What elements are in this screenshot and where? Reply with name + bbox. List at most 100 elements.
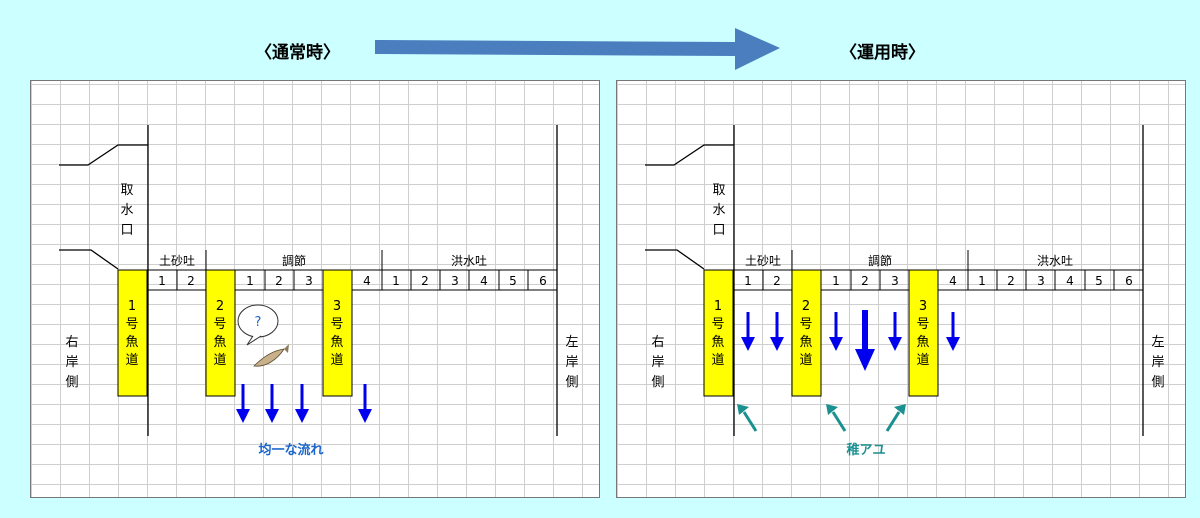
regulating-gate-label: 調節: [282, 253, 306, 268]
fishway-2-label-3: 魚: [799, 335, 812, 350]
operation-caption: 稚アユ: [846, 442, 885, 458]
flood-gate-4: 4: [480, 274, 488, 288]
intake-label-2: 水: [120, 203, 133, 218]
flow-arrow-icon: [829, 312, 843, 351]
fishway-3-label-2: 号: [916, 317, 929, 332]
question-mark: ?: [255, 315, 262, 330]
regulating-gate-2: 2: [275, 274, 283, 288]
flood-gate-2: 2: [1007, 274, 1015, 288]
flood-gate-4: 4: [1066, 274, 1074, 288]
flood-gate-label: 洪水吐: [1037, 254, 1073, 268]
right-bank-label-3: 側: [651, 375, 664, 390]
left-bank-label-1: 左: [1151, 335, 1164, 350]
fishway-3: [323, 270, 352, 396]
left-bank-label-2: 岸: [1151, 355, 1164, 370]
fishway-2: [792, 270, 821, 396]
fish-icon: [254, 344, 289, 366]
intake-label-3: 口: [712, 223, 725, 238]
right-bank-label-1: 右: [65, 335, 78, 350]
sediment-gate-1: 1: [744, 274, 752, 288]
upstream-arrow-icon: [826, 404, 845, 431]
speech-bubble-icon: ?: [238, 305, 278, 345]
intake-label-1: 取: [120, 183, 133, 198]
fishway-3-label-2: 号: [330, 317, 343, 332]
fishway-1-label-2: 号: [125, 317, 138, 332]
regulating-gate-2: 2: [861, 274, 869, 288]
flow-arrow-icon: [888, 312, 902, 351]
flow-arrow-icon: [236, 384, 250, 423]
regulating-gate-label: 調節: [868, 253, 892, 268]
flow-arrow-icon: [770, 312, 784, 351]
fishway-3-label-4: 道: [330, 353, 343, 368]
fishway-1-label-3: 魚: [711, 335, 724, 350]
flood-gate-6: 6: [1125, 274, 1133, 288]
regulating-gate-4: 4: [949, 274, 957, 288]
normal-diagram: 取 水 口 右 岸 側 左 岸 側 土砂吐 調節 洪水吐 1 2 1 2 3 4…: [31, 81, 601, 499]
flood-gate-6: 6: [539, 274, 547, 288]
flood-gate-5: 5: [509, 274, 517, 288]
sediment-gate-2: 2: [773, 274, 781, 288]
upstream-arrow-icon: [887, 404, 906, 431]
sediment-gate-label: 土砂吐: [159, 254, 195, 268]
regulating-gate-1: 1: [246, 274, 254, 288]
fishway-2-label-3: 魚: [213, 335, 226, 350]
sediment-gate-label: 土砂吐: [745, 254, 781, 268]
upstream-arrow-icon: [737, 404, 756, 431]
flood-gate-1: 1: [978, 274, 986, 288]
fishway-1: [704, 270, 733, 396]
right-bank-label-2: 岸: [651, 355, 664, 370]
operation-diagram: 取 水 口 右 岸 側 左 岸 側 土砂吐 調節 洪水吐 1 2 1 2 3 4…: [617, 81, 1187, 499]
fishway-1-label-4: 道: [711, 353, 724, 368]
normal-panel: 取 水 口 右 岸 側 左 岸 側 土砂吐 調節 洪水吐 1 2 1 2 3 4…: [30, 80, 600, 498]
flood-gate-1: 1: [392, 274, 400, 288]
flood-gate-label: 洪水吐: [451, 254, 487, 268]
operation-title: 〈運用時〉: [840, 38, 925, 63]
flow-arrow-icon: [358, 384, 372, 423]
fishway-1-label-2: 号: [711, 317, 724, 332]
normal-caption: 均一な流れ: [258, 442, 323, 458]
fishway-2-label-4: 道: [213, 353, 226, 368]
sediment-gate-2: 2: [187, 274, 195, 288]
fishway-1-label-1: 1: [128, 299, 136, 314]
sediment-gate-1: 1: [158, 274, 166, 288]
flood-gate-5: 5: [1095, 274, 1103, 288]
flow-arrow-icon: [741, 312, 755, 351]
regulating-gate-1: 1: [832, 274, 840, 288]
large-flow-arrow-icon: [855, 310, 875, 371]
fishway-3-label-3: 魚: [330, 335, 343, 350]
intake-label-3: 口: [120, 223, 133, 238]
regulating-gate-3: 3: [305, 274, 313, 288]
fishway-1-label-3: 魚: [125, 335, 138, 350]
left-bank-label-3: 側: [565, 375, 578, 390]
regulating-gate-4: 4: [363, 274, 371, 288]
fishway-3: [909, 270, 938, 396]
fishway-3-label-1: 3: [333, 299, 341, 314]
intake-label-1: 取: [712, 183, 725, 198]
fishway-2-label-2: 号: [799, 317, 812, 332]
operation-panel: 取 水 口 右 岸 側 左 岸 側 土砂吐 調節 洪水吐 1 2 1 2 3 4…: [616, 80, 1186, 498]
intake-label-2: 水: [712, 203, 725, 218]
regulating-gate-3: 3: [891, 274, 899, 288]
juvenile-arrows: [737, 404, 906, 431]
left-bank-label-1: 左: [565, 335, 578, 350]
fishway-2-label-1: 2: [802, 299, 810, 314]
flood-gate-3: 3: [1037, 274, 1045, 288]
left-bank-label-2: 岸: [565, 355, 578, 370]
flood-gate-2: 2: [421, 274, 429, 288]
fishway-1-label-4: 道: [125, 353, 138, 368]
transition-arrow-icon: [370, 20, 790, 80]
fishway-3-label-3: 魚: [916, 335, 929, 350]
right-bank-label-3: 側: [65, 375, 78, 390]
right-bank-label-1: 右: [651, 335, 664, 350]
normal-title: 〈通常時〉: [255, 38, 340, 63]
fishway-2-label-2: 号: [213, 317, 226, 332]
flow-arrow-icon: [265, 384, 279, 423]
fishway-3-label-1: 3: [919, 299, 927, 314]
fishway-2-label-4: 道: [799, 353, 812, 368]
right-bank-label-2: 岸: [65, 355, 78, 370]
fishway-3-label-4: 道: [916, 353, 929, 368]
fishway-1: [118, 270, 147, 396]
fishway-2-label-1: 2: [216, 299, 224, 314]
flow-arrow-icon: [295, 384, 309, 423]
fishway-2: [206, 270, 235, 396]
